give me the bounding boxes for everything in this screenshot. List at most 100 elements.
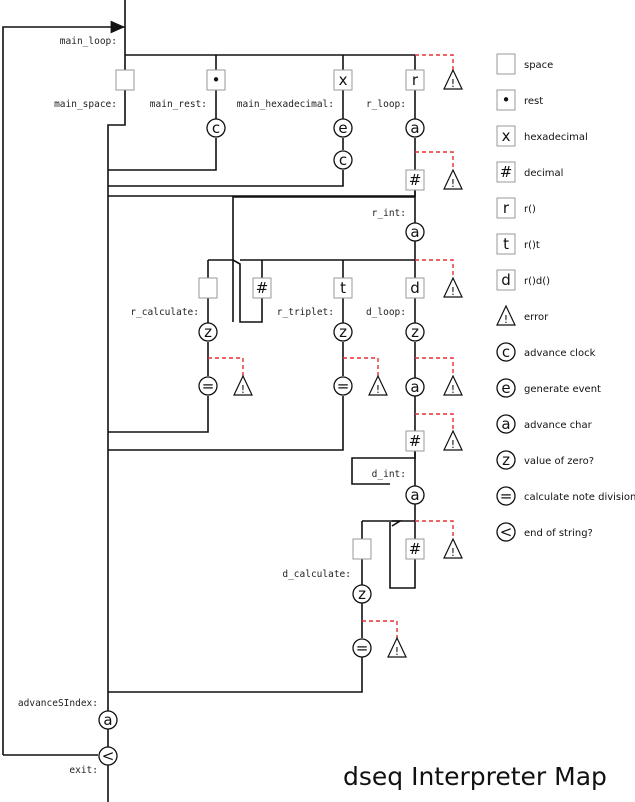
label-r-triplet: r_triplet:: [277, 307, 334, 318]
node-glyph: z: [204, 323, 212, 341]
legend-glyph: x: [502, 127, 511, 145]
legend-glyph: z: [502, 451, 510, 469]
legend-swatch: [496, 522, 516, 542]
node-d-space: [352, 538, 372, 560]
legend-label: advance clock: [524, 348, 596, 359]
node-t-zero: z: [333, 322, 353, 342]
legend-glyph: =: [500, 487, 513, 505]
legend-glyph: !: [504, 313, 508, 326]
node-glyph: #: [409, 432, 422, 450]
node-glyph: a: [410, 486, 419, 504]
legend-glyph: #: [500, 163, 513, 181]
legend-item: < end of string?: [496, 522, 593, 542]
node-d-zero: z: [405, 322, 425, 342]
node-main-space: [115, 69, 135, 91]
error-paths: [208, 54, 454, 638]
node-advance-s-index: a: [98, 710, 118, 730]
node-d: d: [405, 277, 425, 299]
node-glyph: a: [410, 223, 419, 241]
legend-swatch: [496, 89, 516, 111]
node-glyph: =: [337, 377, 350, 395]
label-main-loop: main_loop:: [60, 36, 117, 47]
svg-text:!: !: [241, 383, 245, 396]
label-advance-s-index: advanceSIndex:: [18, 698, 98, 709]
node-t-division: =: [333, 376, 353, 396]
node-glyph: <: [102, 747, 115, 765]
legend-item: =calculate note division: [496, 486, 635, 506]
node-r: r: [405, 69, 425, 91]
node-end-of-string: <: [98, 746, 118, 766]
node-d-decimal: #: [405, 430, 425, 452]
legend-glyph: t: [503, 235, 509, 253]
legend-label: r(): [524, 204, 536, 215]
legend-label: decimal: [524, 168, 563, 179]
node-glyph: e: [338, 119, 347, 137]
legend-label: value of zero?: [524, 456, 594, 467]
label-r-calculate: r_calculate:: [130, 307, 199, 318]
svg-text:!: !: [451, 285, 455, 298]
legend-item: !error: [496, 304, 549, 326]
node-d-advance-char: a: [405, 377, 425, 397]
node-glyph: c: [212, 119, 220, 137]
node-glyph: z: [339, 323, 347, 341]
node-hex-generate-event: e: [333, 118, 353, 138]
legend-item: x hexadecimal: [496, 125, 588, 147]
legend-swatch: [496, 269, 516, 291]
label-r-loop: r_loop:: [366, 99, 406, 110]
legend-label: r()t: [524, 240, 540, 251]
legend-label: r()d(): [524, 276, 550, 287]
legend-glyph: <: [500, 523, 513, 541]
node-main-hexadecimal: x: [333, 69, 353, 91]
legend-item: •rest: [496, 89, 543, 111]
node-glyph: =: [356, 639, 369, 657]
svg-text:!: !: [451, 438, 455, 451]
svg-text:!: !: [451, 77, 455, 90]
svg-text:!: !: [451, 177, 455, 190]
legend-label: space: [524, 60, 553, 71]
legend-label: hexadecimal: [524, 132, 588, 143]
node-glyph: #: [409, 540, 422, 558]
node-main-rest: •: [206, 69, 226, 91]
legend-swatch: [496, 304, 516, 326]
legend-item: space: [496, 53, 553, 75]
node-r-space: [198, 277, 218, 299]
error-icon: !: [443, 276, 463, 298]
node-glyph: c: [339, 151, 347, 169]
node-r-decimal: #: [405, 169, 425, 191]
label-exit: exit:: [69, 765, 98, 776]
node-glyph: r: [412, 71, 419, 89]
legend-glyph: d: [501, 271, 511, 289]
node-rest-advance-clock: c: [206, 118, 226, 138]
flow-lines: [2, 0, 416, 802]
node-glyph: t: [340, 279, 346, 297]
node-glyph: #: [409, 171, 422, 189]
legend-swatch: [496, 486, 516, 506]
node-hex-advance-clock: c: [333, 150, 353, 170]
diagram-title: dseq Interpreter Map: [343, 762, 607, 791]
node-glyph: z: [358, 585, 366, 603]
label-main-hexadecimal: main_hexadecimal:: [237, 99, 334, 110]
label-main-rest: main_rest:: [150, 99, 207, 110]
node-glyph: a: [410, 378, 419, 396]
node-r-advance-char: a: [405, 118, 425, 138]
node-d-calc-division: =: [352, 638, 372, 658]
node-glyph: x: [339, 71, 348, 89]
svg-text:!: !: [451, 546, 455, 559]
error-icon: !: [443, 537, 463, 559]
legend-swatch: [496, 53, 516, 75]
svg-text:!: !: [395, 645, 399, 658]
legend-glyph: a: [501, 415, 510, 433]
label-d-loop: d_loop:: [366, 307, 406, 318]
error-icon: !: [443, 374, 463, 396]
legend-label: end of string?: [524, 528, 593, 539]
node-glyph: #: [256, 279, 269, 297]
node-glyph: a: [103, 711, 112, 729]
error-icon: !: [443, 68, 463, 90]
state-labels: main_loop: main_space: main_rest: main_h…: [18, 36, 406, 776]
node-glyph: d: [410, 279, 420, 297]
svg-text:!: !: [376, 383, 380, 396]
